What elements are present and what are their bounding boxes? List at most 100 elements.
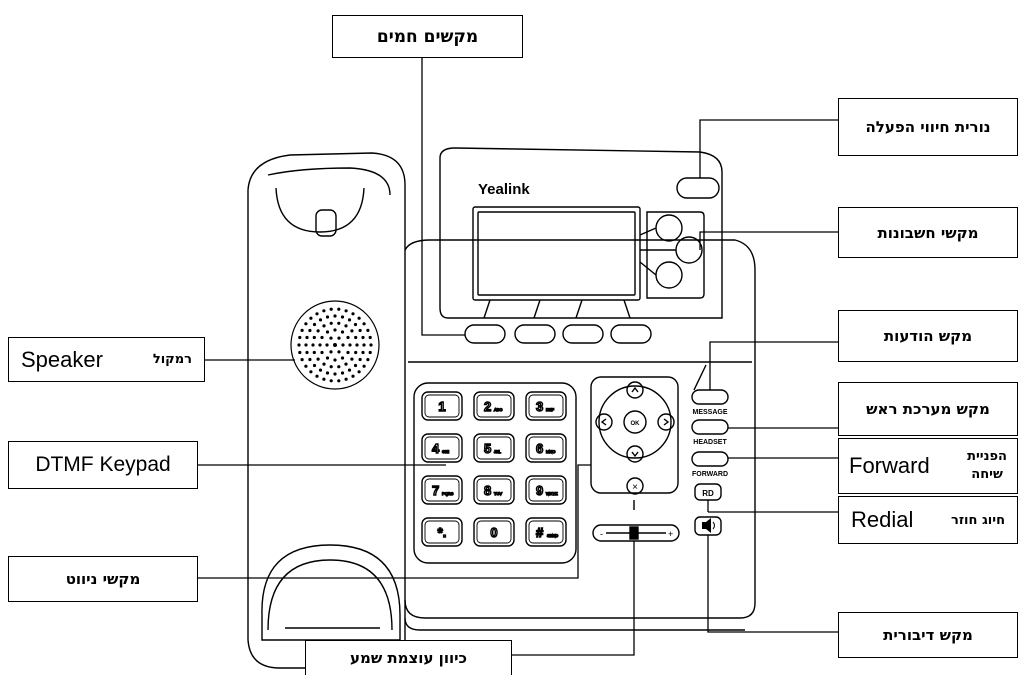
- keypad-key-digit: *.: [438, 525, 447, 540]
- grille-dot: [320, 335, 324, 340]
- keypad-key-letters: DEF: [546, 407, 555, 412]
- grille-dot: [325, 330, 330, 334]
- grille-dot: [347, 318, 352, 322]
- grille-dot: [340, 371, 345, 375]
- keypad-key-digit: 9: [536, 483, 543, 498]
- grille-dot: [368, 350, 372, 355]
- grille-dot: [353, 322, 358, 327]
- grille-dot: [344, 324, 348, 328]
- grille-dot: [308, 328, 312, 333]
- grille-dot: [368, 335, 372, 340]
- grille-dot: [346, 350, 350, 355]
- grille-dot: [311, 343, 315, 347]
- account-key-2: [675, 236, 703, 264]
- keypad-key-digit: 0: [490, 525, 497, 540]
- grille-dot: [318, 368, 323, 372]
- volume-minus-text: -: [600, 529, 603, 539]
- label-message-key: מקש הודעות: [838, 310, 1018, 362]
- keypad-key-digit: 3: [536, 399, 543, 414]
- grille-dot: [333, 372, 337, 376]
- grille-dot: [316, 357, 320, 361]
- grille-dot: [337, 336, 341, 340]
- grille-dot: [337, 321, 341, 325]
- label-speaker: Speaker רמקול: [8, 337, 205, 382]
- grille-dot: [369, 343, 373, 347]
- function-keys: [691, 364, 729, 536]
- grille-dot: [366, 358, 370, 362]
- keypad-key: #SEND: [525, 517, 567, 547]
- label-forward-he-line1: הפניית: [967, 449, 1007, 464]
- grille-dot: [304, 343, 308, 347]
- grille-dot: [325, 356, 330, 360]
- grille-dot: [312, 350, 316, 355]
- grille-dot: [337, 350, 341, 354]
- soft-key-1: [464, 324, 506, 344]
- grille-dot: [333, 358, 337, 362]
- grille-dot: [305, 350, 309, 355]
- label-dtmf-keypad: DTMF Keypad: [8, 441, 198, 489]
- keypad-key-letters: TUV: [494, 491, 502, 496]
- grille-dot: [325, 371, 330, 375]
- grille-dot: [318, 343, 322, 347]
- account-key-3: [655, 261, 683, 289]
- headset-key-text: HEADSET: [693, 439, 727, 446]
- grille-dot: [298, 335, 302, 340]
- grille-dot: [344, 309, 348, 313]
- grille-dot: [297, 343, 301, 347]
- right-key: [657, 413, 675, 431]
- grille-dot: [361, 350, 365, 355]
- label-headset-key: מקש מערכת ראש: [838, 382, 1018, 436]
- grille-dot: [340, 356, 345, 360]
- forward-key: [691, 451, 729, 467]
- keypad-key-letters: WXYZ: [546, 491, 558, 496]
- forward-key-text: FORWARD: [692, 471, 728, 478]
- grille-dot: [325, 315, 330, 319]
- grille-dot: [322, 309, 326, 313]
- label-forward-en: Forward: [849, 453, 930, 478]
- grille-dot: [304, 322, 308, 326]
- grille-dot: [305, 335, 309, 340]
- keypad-key: 1: [421, 391, 463, 421]
- grille-dot: [298, 350, 302, 355]
- soft-key-3: [562, 324, 604, 344]
- grille-dot: [333, 314, 337, 318]
- label-forward-he: הפניית שיחה: [967, 448, 1007, 484]
- grille-dot: [340, 315, 345, 319]
- grille-dot: [366, 328, 370, 332]
- keypad-key-digit: #: [536, 525, 544, 540]
- label-speakerphone-key: מקש דיבורית: [838, 612, 1018, 658]
- grille-dot: [361, 335, 365, 340]
- grille-dot: [354, 335, 358, 340]
- label-account-keys: מקשי חשבונות: [838, 207, 1018, 258]
- grille-dot: [358, 357, 362, 362]
- grille-dot: [320, 350, 324, 355]
- grille-dot: [329, 350, 333, 354]
- grille-dot: [350, 329, 354, 333]
- grille-dot: [308, 357, 312, 362]
- label-dtmf-keypad-text: DTMF Keypad: [35, 453, 171, 476]
- keypad-key-letters: ABC: [494, 407, 502, 412]
- grille-dot: [341, 343, 345, 347]
- label-speaker-he: רמקול: [152, 352, 192, 367]
- up-key: [626, 381, 644, 399]
- grille-dot: [316, 329, 320, 333]
- grille-dot: [348, 343, 352, 347]
- grille-dot: [309, 316, 313, 320]
- keypad-key-letters: PQRS: [442, 491, 454, 496]
- keypad-key-digit: 1: [438, 399, 445, 414]
- grille-dot: [300, 358, 304, 362]
- grille-dot: [304, 364, 308, 368]
- grille-dot: [353, 363, 358, 368]
- power-led-indicator: [676, 177, 720, 199]
- label-redial-en: Redial: [851, 507, 914, 532]
- grille-dot: [347, 368, 352, 372]
- grille-dot: [346, 335, 350, 340]
- grille-dot: [362, 343, 366, 347]
- grille-dot: [322, 324, 326, 328]
- soft-key-4: [610, 324, 652, 344]
- keypad-key-digit: 8: [484, 483, 491, 498]
